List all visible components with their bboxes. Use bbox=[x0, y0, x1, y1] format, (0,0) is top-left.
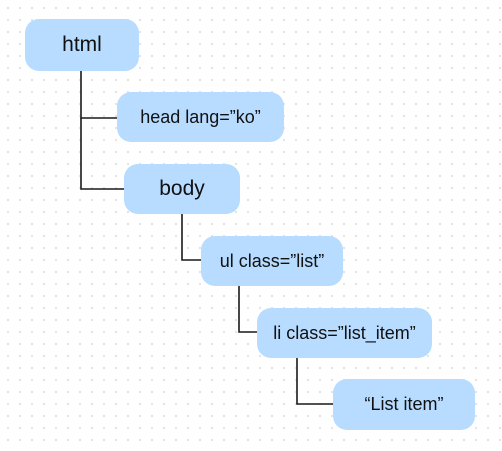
node-head-label: head lang=”ko” bbox=[140, 106, 261, 127]
node-html: html bbox=[25, 19, 139, 71]
connector-body-to-ul bbox=[181, 214, 201, 261]
node-html-label: html bbox=[62, 33, 102, 56]
node-body-label: body bbox=[159, 177, 205, 200]
connector-html-to-head bbox=[80, 71, 117, 119]
connector-li-to-text bbox=[296, 358, 333, 405]
node-li-label: li class=”list_item” bbox=[273, 322, 416, 343]
node-li: li class=”list_item” bbox=[257, 308, 432, 358]
node-ul: ul class=”list” bbox=[201, 236, 343, 286]
node-head: head lang=”ko” bbox=[117, 92, 284, 142]
node-body: body bbox=[124, 164, 240, 214]
node-ul-label: ul class=”list” bbox=[219, 250, 325, 271]
connector-ul-to-li bbox=[238, 286, 257, 333]
node-text-label: “List item” bbox=[364, 394, 444, 414]
node-text: “List item” bbox=[333, 379, 475, 430]
